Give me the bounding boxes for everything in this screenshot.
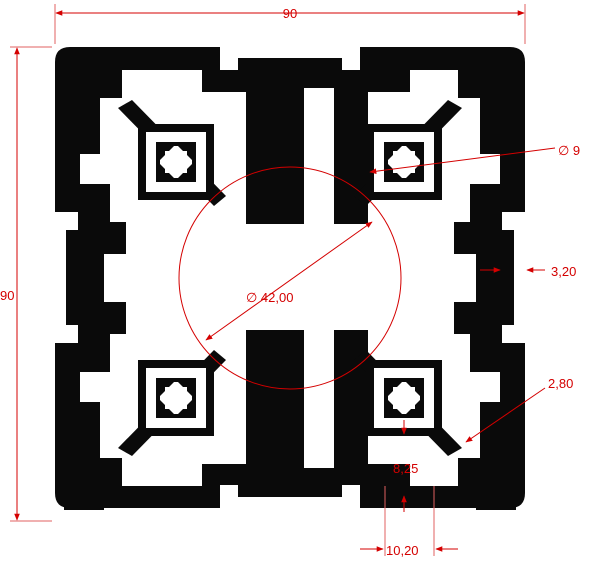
web-thickness-label: 2,80 — [548, 376, 573, 391]
profile-body — [55, 47, 525, 510]
outer-frame — [55, 47, 525, 508]
dimension-lines — [10, 4, 556, 556]
centre-bore-circle — [178, 166, 402, 390]
bore-diameter-line — [205, 221, 373, 341]
bore-diameter-label: ∅ 42,00 — [246, 290, 293, 305]
height-dim-label: 90 — [0, 288, 14, 303]
slot-depth-label: 8,25 — [393, 461, 418, 476]
web-thickness-leader — [465, 387, 546, 443]
width-dim-label: 90 — [283, 6, 297, 21]
hole-diameter-leader — [369, 147, 556, 174]
inner-hole-top-right — [366, 124, 442, 200]
hole-diameter-label: ∅ 9 — [558, 143, 580, 158]
inner-hole-top-left — [138, 124, 214, 200]
wall-thickness-label: 3,20 — [551, 264, 576, 279]
inner-hole-bottom-left — [138, 360, 214, 436]
slot-width-label: 10,20 — [386, 543, 419, 558]
